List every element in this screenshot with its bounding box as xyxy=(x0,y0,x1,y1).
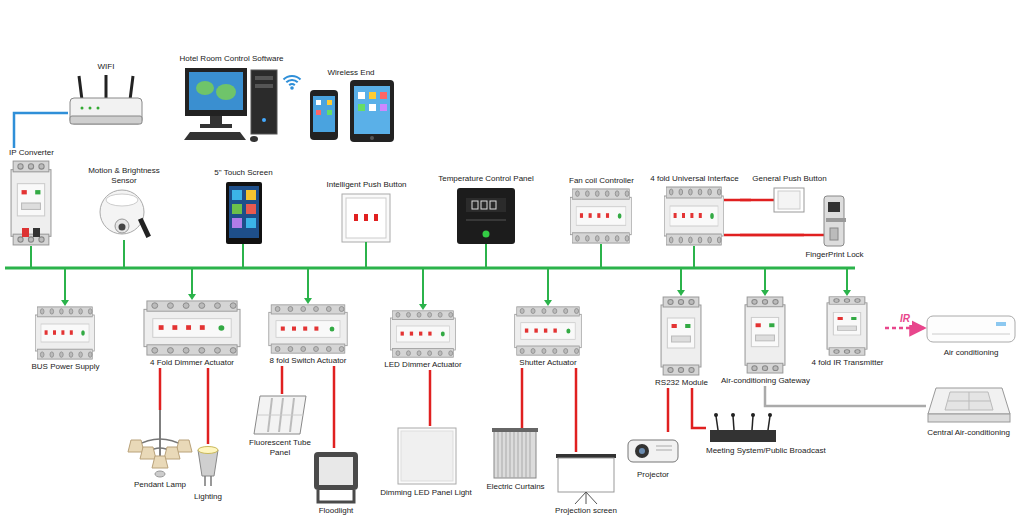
wire xyxy=(575,368,578,452)
wire xyxy=(692,388,706,428)
central-ac: Central Air-conditioning xyxy=(926,386,1011,438)
device-label: Meeting System/Public Broadcast xyxy=(706,446,828,456)
device-label: LED Dimmer Actuator xyxy=(383,360,463,370)
push-button: Intelligent Push Button xyxy=(325,180,408,246)
curtains: Electric Curtains xyxy=(485,428,546,492)
device-label: Motion & Brightness Sensor xyxy=(84,166,164,186)
wire xyxy=(667,388,670,432)
wire xyxy=(14,113,68,148)
power-supply: BUS Power Supply xyxy=(30,306,101,372)
device-label: IP Converter xyxy=(8,148,55,158)
switch-actuator: 8 fold Switch Actuator xyxy=(268,304,348,366)
device-label: Intelligent Push Button xyxy=(325,180,408,190)
projector: Projector xyxy=(624,432,682,480)
device-label: Fluorescent Tube Panel xyxy=(244,438,316,458)
rs232-module: RS232 Module xyxy=(654,296,709,388)
device-label: Air conditioning xyxy=(925,348,1017,358)
device-label: 4 Fold Dimmer Actuator xyxy=(143,358,241,368)
wire xyxy=(765,386,926,406)
device-label: Lighting xyxy=(192,492,224,502)
wire xyxy=(281,366,284,394)
device-label: WIFI xyxy=(68,62,144,72)
projection-screen: Projection screen xyxy=(552,452,620,516)
device-label: Hotel Room Control Software xyxy=(178,54,285,64)
computer: Hotel Room Control Software xyxy=(178,54,285,142)
device-label: Air-conditioning Gateway xyxy=(720,376,811,386)
device-label: Projector xyxy=(624,470,682,480)
device-label: Wireless End xyxy=(308,68,394,78)
pendant-lamp: Pendant Lamp xyxy=(128,410,192,490)
meeting-system: Meeting System/Public Broadcast xyxy=(706,412,828,456)
shutter-actuator: Shutter Actuator xyxy=(514,306,582,368)
ip-converter: IP Converter xyxy=(8,148,55,246)
push-button: General Push Button xyxy=(751,174,828,214)
spotlight: Lighting xyxy=(192,444,224,502)
fingerprint-lock: FingerPrint Lock xyxy=(804,194,865,260)
device-label: Floodlight xyxy=(310,506,362,516)
device-label: 4 fold IR Transmitter xyxy=(810,358,885,368)
floodlight: Floodlight xyxy=(310,448,362,516)
ir-transmitter: 4 fold IR Transmitter xyxy=(810,296,885,368)
mobile-devices: Wireless End xyxy=(308,68,394,142)
wire xyxy=(521,368,524,428)
ac-gateway: Air-conditioning Gateway xyxy=(720,296,811,386)
wire xyxy=(740,199,751,202)
wire xyxy=(740,234,804,237)
air-conditioner: Air conditioning xyxy=(925,314,1017,358)
device-label: 5" Touch Screen xyxy=(213,168,274,178)
device-label: Projection screen xyxy=(552,506,620,516)
wire xyxy=(333,366,336,448)
device-label: Fan coil Controller xyxy=(568,176,635,186)
signal-label: IR xyxy=(898,313,912,325)
sensor: Motion & Brightness Sensor xyxy=(84,166,164,246)
universal-interface: 4 fold Universal Interface xyxy=(649,174,740,246)
wire xyxy=(159,368,162,410)
fan-coil-controller: Fan coil Controller xyxy=(568,176,635,244)
fluorescent-panel: Fluorescent Tube Panel xyxy=(244,394,316,458)
device-label: Dimming LED Panel Light xyxy=(379,488,473,498)
device-label: 8 fold Switch Actuator xyxy=(268,356,348,366)
device-label: Shutter Actuator xyxy=(514,358,582,368)
led-panel: Dimming LED Panel Light xyxy=(379,426,473,498)
device-label: FingerPrint Lock xyxy=(804,250,865,260)
wire xyxy=(207,368,210,444)
device-label: Temperature Control Panel xyxy=(437,174,535,184)
device-label: Central Air-conditioning xyxy=(926,428,1011,438)
led-dimmer: LED Dimmer Actuator xyxy=(383,310,463,370)
device-label: BUS Power Supply xyxy=(30,362,101,372)
wire xyxy=(885,327,925,330)
device-label: Electric Curtains xyxy=(485,482,546,492)
device-label: Pendant Lamp xyxy=(128,480,192,490)
touch-screen: 5" Touch Screen xyxy=(213,168,274,246)
dimmer-actuator: 4 Fold Dimmer Actuator xyxy=(143,300,241,368)
wire xyxy=(429,370,432,426)
router: WIFI xyxy=(68,62,144,128)
device-label: 4 fold Universal Interface xyxy=(649,174,740,184)
device-label: General Push Button xyxy=(751,174,828,184)
device-label: RS232 Module xyxy=(654,378,709,388)
temperature-panel: Temperature Control Panel xyxy=(437,174,535,246)
